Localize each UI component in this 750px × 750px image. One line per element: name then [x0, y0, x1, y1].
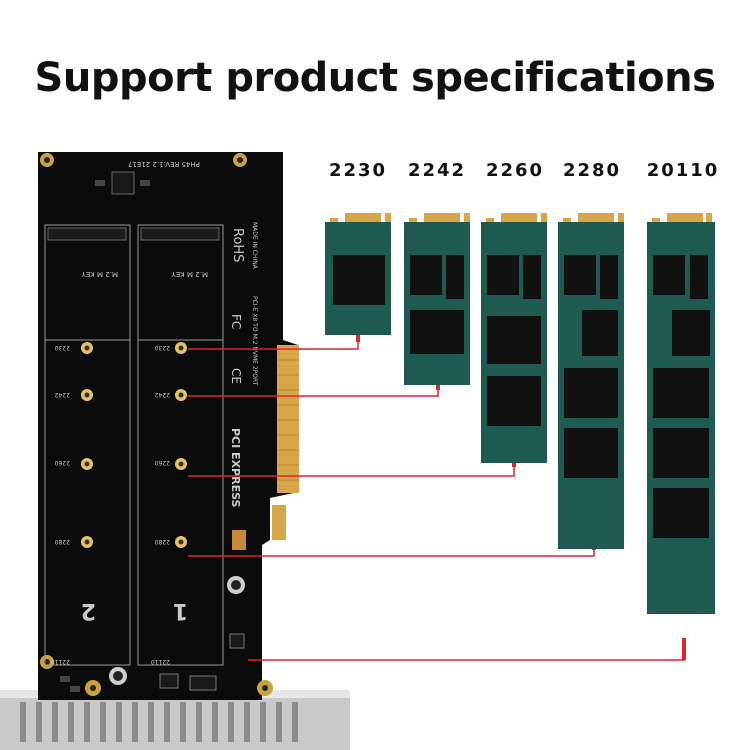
svg-text:22110: 22110: [151, 658, 170, 665]
ssd-22110: [647, 213, 715, 614]
ssd-2230: [325, 213, 391, 335]
key-label-right: M.2 M KEY: [171, 270, 208, 278]
fc-mark: FC: [229, 314, 243, 329]
slot-2-number: 2: [81, 598, 96, 623]
svg-text:2260: 2260: [55, 459, 70, 466]
svg-text:2242: 2242: [55, 391, 70, 398]
pcie-gold-fingers: [277, 345, 299, 493]
svg-text:2242: 2242: [155, 391, 170, 398]
hole-labels-left: 2230 2242 2260 2280 22110: [51, 344, 70, 665]
ssd-2280: [558, 213, 624, 549]
made-in-text: MADE IN CHINA: [251, 222, 258, 270]
board-model-text: PH45 REV:1.2 21E17: [128, 160, 200, 168]
ssd-2242: [404, 213, 470, 385]
m2-connector-2: [47, 227, 127, 241]
size-label-2230: 2230: [328, 160, 388, 181]
svg-text:2280: 2280: [55, 538, 70, 545]
standoff-holes-slot-1: [175, 342, 187, 548]
size-label-2242: 2242: [407, 160, 467, 181]
product-line-text: PCI-E X8 TO M.2 NVME 2PORT: [251, 296, 258, 386]
m2-slot-1-outline: [137, 224, 224, 666]
slot-1-number: 1: [173, 598, 188, 623]
pcie-logo: PCI EXPRESS: [229, 428, 242, 508]
ce-mark: CE: [229, 368, 243, 384]
page-title: Support product specifications: [34, 55, 716, 101]
key-label-left: M.2 M KEY: [81, 270, 118, 278]
pcb-board: [38, 152, 298, 700]
svg-text:22110: 22110: [51, 658, 70, 665]
svg-text:2260: 2260: [155, 459, 170, 466]
svg-text:2230: 2230: [155, 344, 170, 351]
size-label-2260: 2260: [485, 160, 545, 181]
size-label-20110: 20110: [646, 160, 720, 181]
board-components: [60, 171, 246, 692]
ssd-2260: [481, 213, 547, 463]
leader-line-20110: [248, 640, 685, 661]
standoff-holes-slot-2: [81, 342, 93, 548]
size-label-2280: 2280: [562, 160, 622, 181]
rohs-mark: RoHS: [230, 228, 245, 262]
svg-text:2230: 2230: [55, 344, 70, 351]
svg-text:2280: 2280: [155, 538, 170, 545]
hole-labels-right: 2230 2242 2260 2280 22110: [151, 344, 170, 665]
m2-connector-1: [140, 227, 220, 241]
m2-slot-2-outline: [44, 224, 131, 666]
